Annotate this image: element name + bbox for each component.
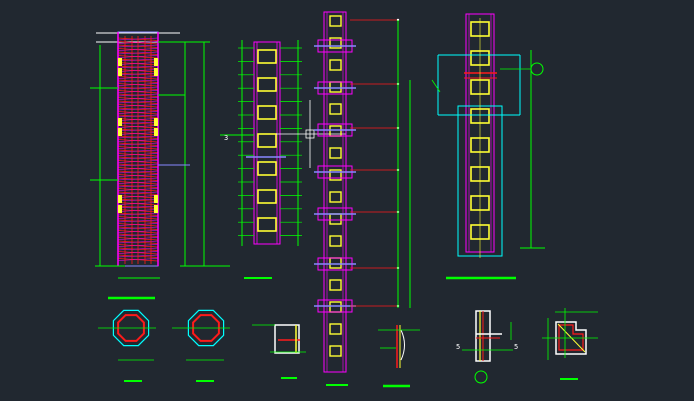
detail-joint-1: 5 5 <box>456 310 518 384</box>
detail-weld-1 <box>378 325 420 388</box>
stirrup-box <box>329 323 342 335</box>
section-marker-left: 3 <box>224 134 228 142</box>
column2-stirrup-boxes <box>257 49 277 232</box>
stirrup-box <box>257 161 277 176</box>
detail-marker-b: 5 <box>514 343 518 351</box>
joint-marker <box>118 58 122 66</box>
stirrup-box <box>329 169 342 181</box>
joint-marker <box>154 195 158 203</box>
stirrup-box <box>257 189 277 204</box>
stirrup-box <box>329 37 342 49</box>
joint-marker <box>118 128 122 136</box>
column3-splice-plates <box>314 39 356 313</box>
stirrup-box <box>257 105 277 120</box>
stirrup-box <box>329 15 342 27</box>
stirrup-box <box>329 147 342 159</box>
detail-bracket-1 <box>542 308 598 380</box>
stirrup-box <box>329 279 342 291</box>
pile-elevation-1 <box>90 31 230 300</box>
stirrup-box <box>257 133 277 148</box>
joint-marker <box>154 118 158 126</box>
joint-marker <box>118 118 122 126</box>
stirrup-box <box>329 235 342 247</box>
section-view-2 <box>172 309 230 382</box>
stirrup-box <box>329 103 342 115</box>
joint-marker <box>118 205 122 213</box>
joint-marker <box>154 68 158 76</box>
joint-marker <box>154 128 158 136</box>
detail-corner-1 <box>252 324 306 379</box>
section-view-1 <box>98 309 156 382</box>
joint-marker <box>154 58 158 66</box>
stirrup-box <box>329 191 342 203</box>
joint-marker <box>118 195 122 203</box>
crosshair-cursor-icon[interactable] <box>276 100 346 168</box>
pile-elevation-4 <box>431 13 545 280</box>
pile1-rebar-hatch <box>117 36 159 264</box>
pile-elevation-2: 3 <box>220 40 302 279</box>
joint-marker <box>118 68 122 76</box>
pile1-yellow-joints <box>118 58 158 213</box>
circle-marker-icon <box>474 370 488 384</box>
stirrup-box <box>257 217 277 232</box>
stirrup-box <box>329 59 342 71</box>
joint-marker <box>154 205 158 213</box>
stirrup-box <box>257 77 277 92</box>
stirrup-box <box>329 345 342 357</box>
stirrup-box <box>257 49 277 64</box>
pile-elevation-3 <box>314 11 411 386</box>
detail-marker-a: 5 <box>456 343 460 351</box>
